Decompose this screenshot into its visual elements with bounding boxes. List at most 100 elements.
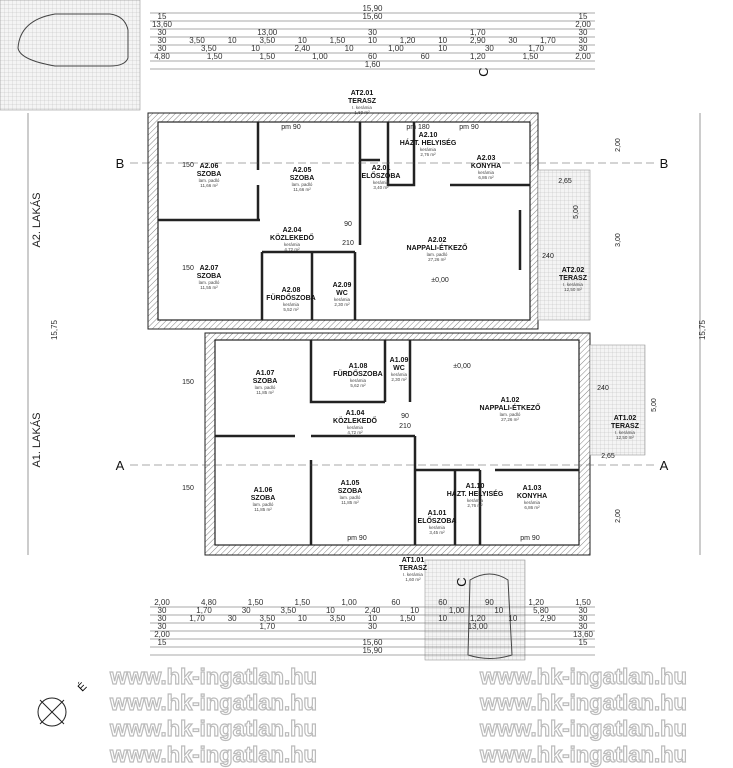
room-area: 2,76 m² [420, 152, 436, 157]
dimension-label: 30 [158, 28, 167, 37]
room-name: HÁZT. HELYISÉG [400, 138, 457, 147]
side-labels: A2. LAKÁS A1. LAKÁS 15,75 15,75 [27, 113, 707, 555]
dimension-label: 3,50 [201, 44, 217, 53]
room-id: A1.04 [346, 410, 365, 417]
dimension-label: 1,00 [388, 44, 404, 53]
room-mat: kerámia [429, 525, 446, 530]
dimension-label: 1,70 [189, 614, 205, 623]
room-id: A1.09 [390, 357, 409, 364]
room-name: SZOBA [253, 378, 278, 385]
dimension-label: 13,00 [257, 28, 278, 37]
dimension-label: 1,50 [575, 598, 591, 607]
watermark: www.hk-ingatlan.hu [109, 664, 317, 689]
dimension-label: 30 [158, 36, 167, 45]
dimension-label: 30 [228, 614, 237, 623]
room-area: 1,60 m² [405, 577, 421, 582]
dimension-label: 10 [508, 614, 517, 623]
dimension-label: 30 [579, 28, 588, 37]
room-id: A1.10 [466, 483, 485, 490]
dimension-label: 30 [368, 28, 377, 37]
room-id: A2.10 [419, 132, 438, 139]
room-id: A1.08 [349, 363, 368, 370]
room-name: TERASZ [348, 98, 377, 105]
room-id: A2.09 [333, 282, 352, 289]
room-id: A2.07 [200, 265, 219, 272]
room-mat: lam. padló [253, 502, 274, 507]
room-area: 2,30 m² [334, 302, 350, 307]
level-mark-a1: ±0,00 [453, 363, 471, 370]
level-label: ±0,00 [431, 277, 449, 284]
room-mat: kerámia [467, 498, 484, 503]
room-name: SZOBA [251, 495, 276, 502]
section-markers: B B A A C C [116, 67, 669, 586]
dimension-label: 1,20 [400, 36, 416, 45]
room-mat: lam. padló [340, 495, 361, 500]
room-name: SZOBA [197, 273, 222, 280]
door-mark: pm 90 [347, 535, 367, 542]
room-name: ELŐSZOBA [362, 171, 401, 180]
room-id: AT2.01 [351, 90, 374, 97]
dimension-label: 30 [579, 36, 588, 45]
dimension-label: 30 [579, 44, 588, 53]
room-mat: kerámia [420, 147, 437, 152]
room-area: 2,30 m² [391, 377, 407, 382]
parking-paving-bottom [424, 559, 526, 661]
room-id: A2.08 [282, 287, 301, 294]
door-mark: 2,00 [615, 138, 622, 152]
room-id: A2.03 [477, 155, 496, 162]
dimension-label: 2,90 [470, 36, 486, 45]
watermark: www.hk-ingatlan.hu [479, 664, 687, 689]
room-name: WC [393, 365, 405, 372]
room-area: 11,55 m² [200, 285, 218, 290]
dimension-label: 60 [368, 52, 377, 61]
room-id: A2.02 [428, 237, 447, 244]
door-mark: 5,00 [651, 398, 658, 412]
dimension-label: 3,50 [259, 36, 275, 45]
room-name: HÁZT. HELYISÉG [447, 489, 504, 498]
dimension-label: 1,50 [523, 52, 539, 61]
section-c-top: C [476, 67, 491, 76]
room-area: 4,72 m² [347, 430, 363, 435]
door-mark: pm 90 [520, 535, 540, 542]
dimension-label: 2,00 [575, 52, 591, 61]
room-area: 2,76 m² [467, 503, 483, 508]
room-mat: lam. padló [199, 178, 220, 183]
dimension-label: 13,60 [152, 20, 173, 29]
dimension-label: 30 [158, 606, 167, 615]
level-mark-a2: ±0,00 [431, 277, 449, 284]
room-mat: I. kerámia [403, 572, 423, 577]
door-marks: pm 90 pm 180 pm 90 pm 90 pm 90 90 210 90… [182, 124, 658, 542]
dimension-label: 15,90 [362, 4, 383, 13]
room-id: AT1.02 [614, 415, 637, 422]
room-mat: kerámia [350, 378, 367, 383]
door-mark: 5,00 [573, 205, 580, 219]
dimension-label: 10 [298, 36, 307, 45]
section-b-left: B [116, 156, 125, 171]
door-mark: 240 [542, 253, 554, 260]
dimension-label: 15 [158, 638, 167, 647]
room-area: 11,85 m² [341, 500, 359, 505]
door-mark: pm 90 [459, 124, 479, 131]
dimension-label: 1,70 [196, 606, 212, 615]
dimension-label: 1,50 [295, 598, 311, 607]
dimension-label: 30 [579, 606, 588, 615]
dimension-label: 15,90 [362, 646, 383, 655]
door-mark: 2,65 [601, 453, 615, 460]
dimension-label: 1,20 [470, 614, 486, 623]
room-mat: lam. padló [292, 182, 313, 187]
room-area: 12,50 m² [616, 435, 634, 440]
dimension-label: 1,70 [470, 28, 486, 37]
door-mark: 150 [182, 485, 194, 492]
unit-a1 [204, 332, 646, 556]
